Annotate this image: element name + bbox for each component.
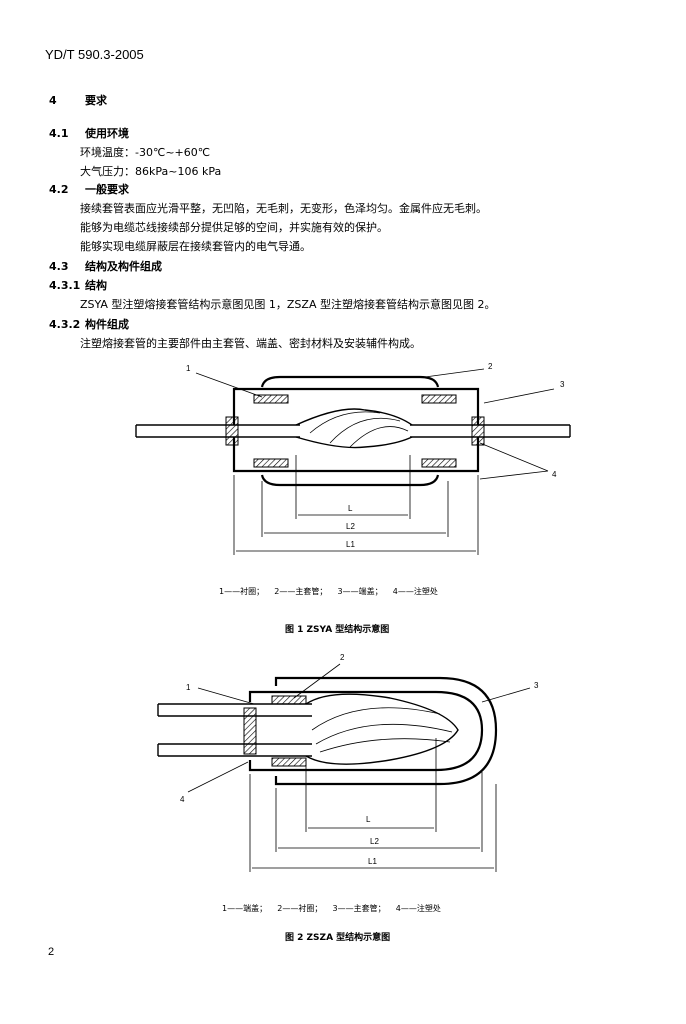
section-4-1-heading: 4.1 使用环境 (49, 125, 129, 141)
dim-L2: L2 (370, 837, 379, 846)
legend-item: 3——端盖； (337, 587, 383, 596)
env-temperature: 环境温度：-30℃~+60℃ (80, 146, 211, 159)
section-title: 要求 (85, 94, 107, 107)
section-4-2-heading: 4.2 一般要求 (49, 181, 129, 197)
lining-ring (421, 394, 457, 404)
dim-L1: L1 (346, 540, 355, 549)
section-number: 4.2 (49, 183, 69, 196)
legend-item: 2——衬圈； (277, 904, 323, 913)
figure-1-legend: 1——衬圈； 2——主套管； 3——端盖； 4——注塑处 (219, 586, 438, 597)
section-4-3-2-heading: 4.3.2 构件组成 (49, 316, 129, 332)
legend-item: 4——注塑处 (392, 587, 438, 596)
section-title: 结构及构件组成 (85, 260, 162, 273)
callout-3: 3 (560, 380, 565, 389)
general-requirement-1: 接续套管表面应光滑平整，无凹陷，无毛刺，无变形，色泽均匀。金属件应无毛刺。 (80, 202, 487, 215)
figure-2-legend: 1——端盖； 2——衬圈； 3——主套管； 4——注塑处 (222, 903, 441, 914)
section-title: 结构 (85, 279, 107, 292)
callout-2: 2 (488, 362, 493, 371)
callout-4: 4 (552, 470, 557, 479)
lining-ring (253, 394, 289, 404)
legend-item: 4——注塑处 (395, 904, 441, 913)
structure-paragraph: ZSYA 型注塑熔接套管结构示意图见图 1，ZSZA 型注塑熔接套管结构示意图见… (80, 298, 496, 311)
legend-item: 1——衬圈； (219, 587, 265, 596)
dim-L2: L2 (346, 522, 355, 531)
page-number: 2 (48, 946, 55, 958)
legend-item: 3——主套管； (332, 904, 386, 913)
callout-2: 2 (340, 653, 345, 662)
dim-L: L (348, 504, 353, 513)
figure-2-caption: 图 2 ZSZA 型结构示意图 (285, 933, 391, 943)
figure-1-diagram: 1 2 3 4 L L2 L1 (135, 362, 571, 555)
callout-1: 1 (186, 364, 191, 373)
lining-ring (271, 695, 307, 705)
section-number: 4.3 (49, 260, 69, 273)
lining-ring (271, 757, 307, 767)
env-pressure: 大气压力：86kPa~106 kPa (80, 165, 222, 178)
section-4-3-heading: 4.3 结构及构件组成 (49, 258, 162, 274)
section-title: 一般要求 (85, 183, 129, 196)
general-requirement-3: 能够实现电缆屏蔽层在接续套管内的电气导通。 (80, 240, 311, 253)
dim-L: L (366, 815, 371, 824)
section-number: 4 (49, 94, 57, 107)
section-number: 4.3.1 (49, 279, 81, 292)
dim-L1: L1 (368, 857, 377, 866)
section-title: 构件组成 (85, 318, 129, 331)
general-requirement-2: 能够为电缆芯线接续部分提供足够的空间，并实施有效的保护。 (80, 221, 388, 234)
section-4-heading: 4 要求 (49, 92, 107, 108)
section-title: 使用环境 (85, 127, 129, 140)
legend-item: 2——主套管； (274, 587, 328, 596)
legend-item: 1——端盖； (222, 904, 268, 913)
section-number: 4.1 (49, 127, 69, 140)
lining-ring (421, 458, 457, 468)
callout-1: 1 (186, 683, 191, 692)
lining-ring (253, 458, 289, 468)
callout-3: 3 (534, 681, 539, 690)
section-number: 4.3.2 (49, 318, 81, 331)
document-header: YD/T 590.3-2005 (45, 47, 144, 62)
component-paragraph: 注塑熔接套管的主要部件由主套管、端盖、密封材料及安装辅件构成。 (80, 337, 421, 350)
section-4-3-1-heading: 4.3.1 结构 (49, 277, 107, 293)
figure-2-diagram: 1 2 3 4 L L2 L1 (157, 653, 539, 872)
figure-1-caption: 图 1 ZSYA 型结构示意图 (285, 625, 390, 635)
callout-4: 4 (180, 795, 185, 804)
